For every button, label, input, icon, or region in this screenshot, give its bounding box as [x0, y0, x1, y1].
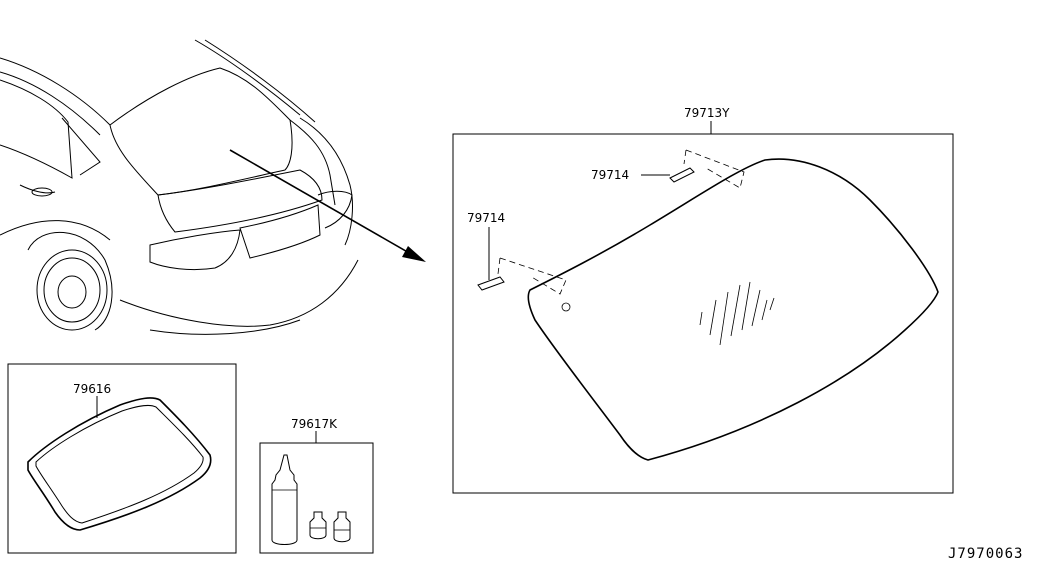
rear-window-glass-panel: 79713Y 79714 79714	[452, 106, 954, 494]
rear-window-glass-label: 79713Y	[684, 106, 730, 120]
adhesive-kit-panel: 79617K	[259, 417, 374, 554]
car-rear-illustration	[0, 39, 426, 335]
defroster-lines	[699, 281, 775, 346]
spacer-left-part	[477, 276, 505, 291]
adhesive-kit-label: 79617K	[291, 417, 338, 431]
diagram-code: J7970063	[948, 546, 1023, 562]
spacer-left-label: 79714	[467, 211, 505, 225]
molding-panel: 79616	[7, 363, 237, 554]
molding-label: 79616	[73, 382, 111, 396]
spacer-top-label: 79714	[591, 168, 629, 182]
spacer-top-part	[669, 167, 695, 183]
